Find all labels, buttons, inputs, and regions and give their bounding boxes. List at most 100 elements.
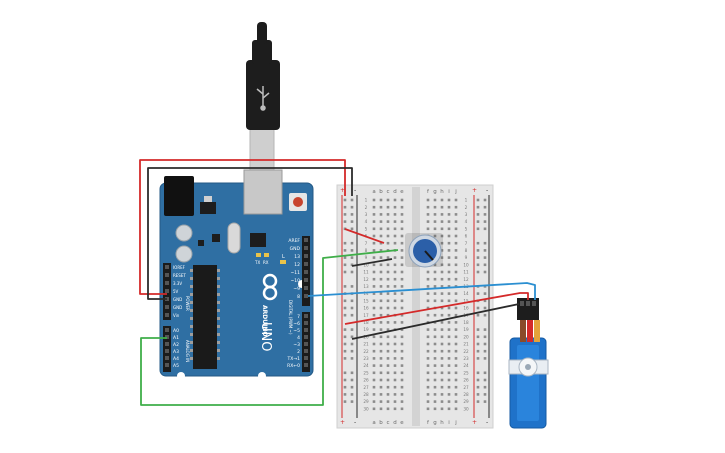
breadboard-hole [379,270,383,274]
breadboard-hole [393,213,397,216]
breadboard-hole [454,378,458,382]
breadboard-hole [433,328,437,331]
breadboard-hole [440,407,444,411]
breadboard-hole [379,306,383,310]
breadboard-hole [426,313,430,317]
breadboard-hole [400,227,404,231]
breadboard-hole [400,299,404,303]
rail-hole [350,270,354,274]
rail-hole [476,292,480,295]
power-header-title: POWER [185,296,190,311]
breadboard-hole [372,241,376,245]
rail-hole [476,306,480,310]
breadboard-hole [447,371,451,375]
rail-hole [476,227,480,231]
breadboard-hole [440,292,444,295]
rail-hole [343,205,347,209]
row-number: 15 [463,298,469,303]
wire-black-gnd [147,167,353,300]
breadboard-hole [372,205,376,209]
breadboard-hole [393,263,397,267]
breadboard-hole [447,249,451,252]
breadboard-hole [454,249,458,252]
breadboard-hole [433,285,437,288]
breadboard-hole [447,227,451,231]
column-letter: f [427,189,430,195]
breadboard-hole [372,393,376,396]
usb-cable-icon[interactable] [246,22,280,189]
breadboard-hole [393,220,397,223]
breadboard-hole [440,249,444,252]
rail-hole [350,349,354,353]
breadboard-hole [433,349,437,353]
breadboard-hole [400,234,404,238]
rail-hole [483,256,487,259]
breadboard-hole [454,313,458,317]
breadboard-hole [426,407,430,411]
rail-hole [350,213,354,216]
row-number: 7 [465,241,468,246]
breadboard-hole [372,263,376,267]
breadboard[interactable]: + - + - + - + - a b c d e f g h i j a b … [336,184,494,429]
column-letter: h [440,189,444,195]
row-number: 21 [363,342,369,347]
rail-hole [476,371,480,375]
rail-hole [350,393,354,396]
breadboard-hole [386,241,390,245]
breadboard-hole [426,205,430,209]
breadboard-hole [400,407,404,411]
reset-button[interactable] [289,193,307,211]
rail-hole [483,270,487,274]
rail-plus-label: + [340,419,345,426]
rail-hole [350,335,354,339]
column-letter: c [386,189,389,195]
arduino-board[interactable]: TX RX L ARDUINO UNO IOREF RESET 3.3V 5V … [159,169,314,380]
potentiometer-icon[interactable] [405,233,443,268]
breadboard-hole [433,407,437,411]
power-pin-label: IOREF [173,265,186,270]
breadboard-hole [386,198,390,202]
breadboard-hole [454,306,458,310]
wires[interactable] [139,159,536,406]
breadboard-hole [400,400,404,403]
rail-hole [350,241,354,245]
breadboard-hole [400,349,404,353]
breadboard-hole [372,299,376,303]
breadboard-hole [440,393,444,396]
row-number: 25 [363,370,369,375]
rail-minus-label: - [486,187,488,194]
breadboard-hole [372,198,376,202]
power-pin-label: 5V [173,289,179,294]
breadboard-hole [379,313,383,317]
rail-hole [483,313,487,317]
breadboard-hole [447,306,451,310]
wire-blue-pin9 [307,282,536,300]
digital-pin-label: ~11 [291,270,301,276]
breadboard-hole [433,385,437,389]
breadboard-hole [379,378,383,382]
breadboard-hole [426,292,430,295]
rail-hole [483,357,487,360]
row-number: 26 [463,378,469,383]
breadboard-hole [379,285,383,288]
power-pin-label: RESET [173,273,186,278]
row-number: 27 [363,385,369,390]
analog-pin-label: A1 [173,335,179,341]
row-number: 11 [463,270,469,275]
rail-hole [476,342,480,346]
breadboard-hole [454,234,458,238]
led-label-l: L [282,254,285,260]
breadboard-hole [447,220,451,223]
breadboard-hole [454,227,458,231]
breadboard-hole [400,342,404,346]
breadboard-hole [393,378,397,382]
rail-hole [483,400,487,403]
breadboard-hole [433,227,437,231]
rail-minus-label: - [354,419,356,426]
breadboard-hole [372,321,376,324]
rail-hole [483,205,487,209]
servo-motor-icon[interactable] [508,298,549,429]
column-letter: i [448,420,450,426]
breadboard-hole [386,299,390,303]
column-letter: g [433,189,437,195]
